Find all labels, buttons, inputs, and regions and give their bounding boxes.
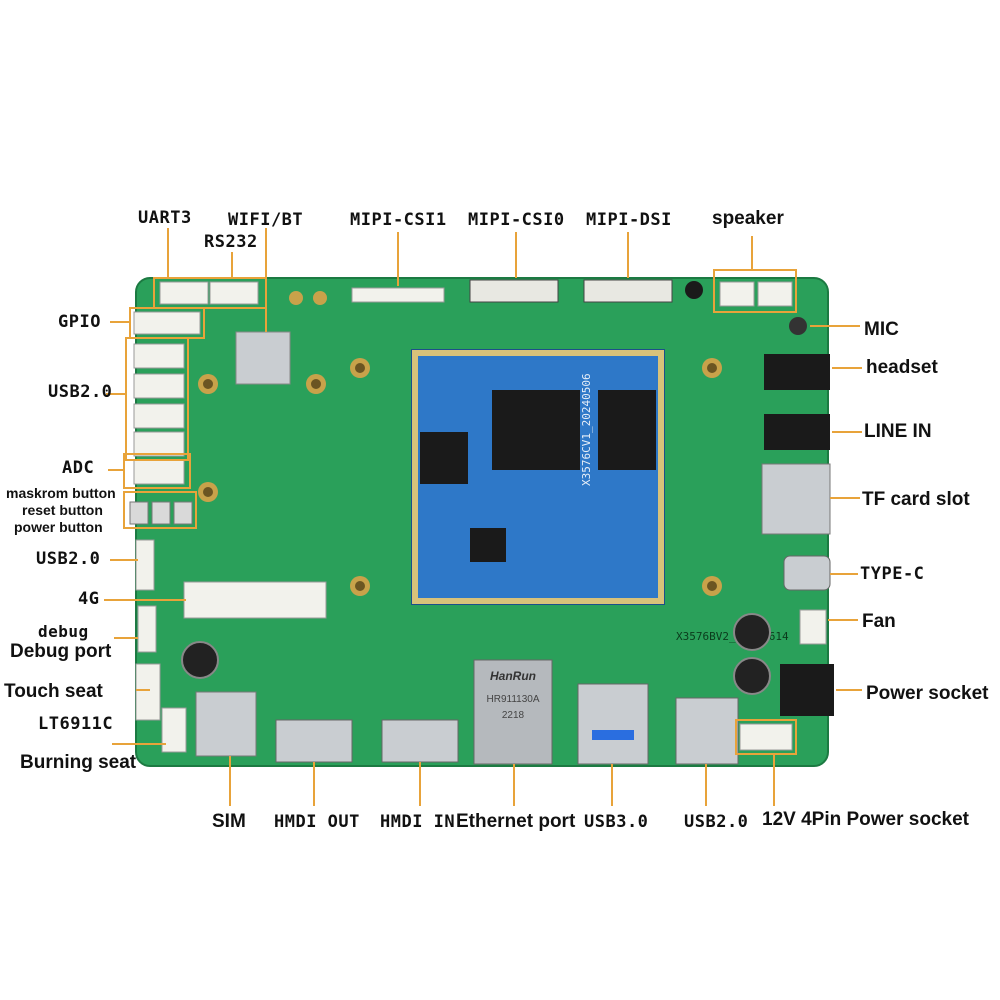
adc-connector bbox=[133, 459, 185, 485]
small-chip bbox=[470, 528, 506, 562]
usb20-side-connector bbox=[135, 539, 155, 591]
mipi-csi1-connector bbox=[351, 287, 445, 303]
label-usb20-bottom: USB2.0 bbox=[684, 812, 749, 832]
label-maskrom-button: maskrom button bbox=[6, 485, 116, 501]
mipi-dsi-connector bbox=[583, 279, 673, 303]
label-touch-seat: Touch seat bbox=[4, 681, 103, 702]
line-in-jack bbox=[764, 414, 830, 450]
usb20-port bbox=[675, 697, 739, 765]
usb30-port bbox=[577, 683, 649, 765]
wifi-module bbox=[235, 331, 291, 385]
capacitor-right-2 bbox=[733, 657, 771, 695]
label-wifi-bt: WIFI/BT bbox=[228, 210, 304, 230]
ram-chip bbox=[598, 390, 656, 470]
label-usb20-mid: USB2.0 bbox=[36, 549, 101, 569]
usb20-header-3 bbox=[133, 403, 185, 429]
label-tf-card-slot: TF card slot bbox=[862, 489, 970, 510]
label-type-c: TYPE-C bbox=[860, 564, 925, 584]
label-reset-button: reset button bbox=[22, 502, 103, 518]
uart3-connector bbox=[159, 281, 209, 305]
label-mipi-dsi: MIPI-DSI bbox=[586, 210, 672, 230]
label-speaker: speaker bbox=[712, 208, 784, 229]
label-line-in: LINE IN bbox=[864, 421, 932, 442]
leader-lines bbox=[104, 228, 862, 806]
mounting-holes bbox=[198, 291, 722, 596]
label-sim: SIM bbox=[212, 811, 246, 832]
power-socket bbox=[780, 664, 834, 716]
fan-connector bbox=[799, 609, 827, 645]
mic-component bbox=[789, 317, 807, 335]
label-debug-port: Debug port bbox=[10, 641, 112, 662]
maskrom-button bbox=[129, 501, 149, 525]
type-c-port bbox=[783, 555, 831, 591]
label-gpio: GPIO bbox=[58, 312, 101, 332]
label-4g: 4G bbox=[78, 589, 100, 609]
speaker-connector-2 bbox=[757, 281, 793, 307]
mipi-csi0-connector bbox=[469, 279, 559, 303]
rs232-connector bbox=[209, 281, 259, 305]
tf-card-slot bbox=[761, 463, 831, 535]
core-module-pins bbox=[412, 350, 664, 604]
label-ethernet-port: Ethernet port bbox=[456, 811, 576, 832]
jumper-component bbox=[685, 281, 703, 299]
usb20-header-1 bbox=[133, 343, 185, 369]
label-debug: debug bbox=[38, 622, 89, 641]
label-lt6911c: LT6911C bbox=[38, 714, 114, 734]
label-hdmi-in: HMDI IN bbox=[380, 812, 456, 832]
pmic-chip bbox=[420, 432, 468, 484]
label-mipi-csi0: MIPI-CSI0 bbox=[468, 210, 565, 230]
ethernet-port bbox=[473, 659, 553, 765]
board-print: X3576BV2_20240614 bbox=[676, 630, 789, 643]
som-print: X3576CV1_20240506 bbox=[580, 373, 593, 486]
m2-4g-slot bbox=[183, 581, 327, 619]
label-power-12v: 12V 4Pin Power socket bbox=[762, 809, 969, 830]
ethernet-code: 2218 bbox=[502, 710, 525, 721]
usb20-header-2 bbox=[133, 373, 185, 399]
capacitor-left bbox=[181, 641, 219, 679]
label-fan: Fan bbox=[862, 611, 896, 632]
reset-button bbox=[151, 501, 171, 525]
label-hdmi-out: HMDI OUT bbox=[274, 812, 360, 832]
speaker-connector-1 bbox=[719, 281, 755, 307]
power-12v-connector bbox=[739, 723, 793, 751]
hdmi-out-port bbox=[275, 719, 353, 763]
hdmi-in-port bbox=[381, 719, 459, 763]
label-uart3: UART3 bbox=[138, 208, 192, 228]
ethernet-model: HR911130A bbox=[487, 694, 540, 705]
touch-connector bbox=[135, 663, 161, 721]
sim-slot bbox=[195, 691, 257, 757]
power-button bbox=[173, 501, 193, 525]
soc-chip bbox=[492, 390, 580, 470]
label-usb20-top: USB2.0 bbox=[48, 382, 113, 402]
burning-connector bbox=[161, 707, 187, 753]
gpio-connector bbox=[133, 311, 201, 335]
usb20-header-4 bbox=[133, 431, 185, 457]
label-power-button: power button bbox=[14, 519, 103, 535]
label-burning-seat: Burning seat bbox=[20, 752, 137, 773]
label-power-socket: Power socket bbox=[866, 683, 989, 704]
label-headset: headset bbox=[866, 357, 938, 378]
ethernet-brand: HanRun bbox=[490, 669, 536, 683]
label-rs232: RS232 bbox=[204, 232, 258, 252]
usb30-tongue bbox=[592, 730, 634, 740]
label-mic: MIC bbox=[864, 319, 899, 340]
debug-connector bbox=[137, 605, 157, 653]
label-adc: ADC bbox=[62, 458, 95, 478]
capacitor-right-1 bbox=[733, 613, 771, 651]
label-mipi-csi1: MIPI-CSI1 bbox=[350, 210, 447, 230]
label-usb30: USB3.0 bbox=[584, 812, 649, 832]
headset-jack bbox=[764, 354, 830, 390]
